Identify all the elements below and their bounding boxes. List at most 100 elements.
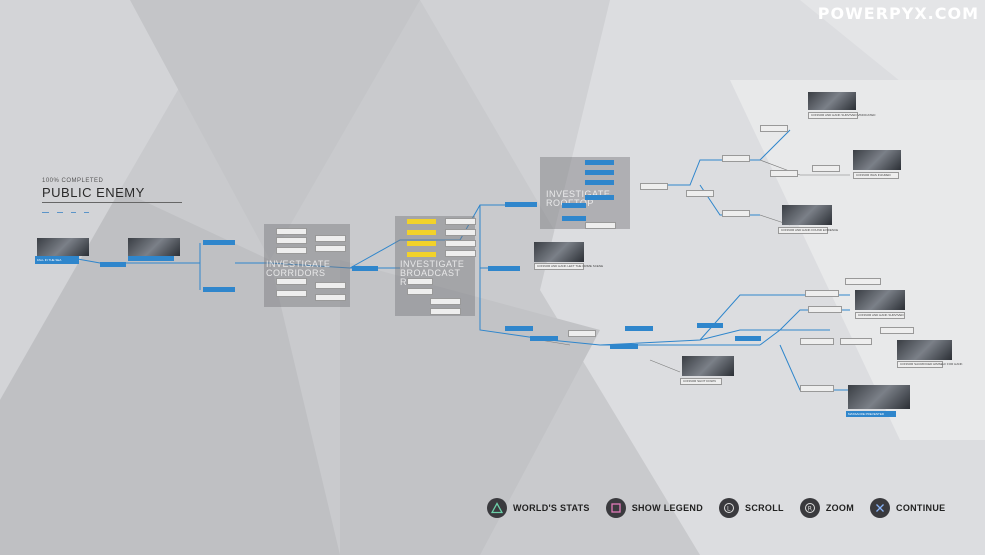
outcome-thumbnail[interactable] (782, 205, 832, 225)
square-icon (605, 498, 626, 518)
flow-node[interactable] (407, 252, 436, 257)
sacrificed-node[interactable]: CONNOR SACRIFICED HIMSELF FOR HANK (897, 361, 963, 368)
controls-bar: WORLD'S STATS SHOW LEGEND L SCROLL R ZOO… (487, 498, 961, 518)
flow-node[interactable] (100, 262, 126, 267)
chapter-stats-row (42, 207, 182, 213)
stat-item (84, 207, 90, 213)
flow-node[interactable] (505, 326, 533, 331)
flow-node[interactable] (686, 190, 714, 197)
triangle-icon (487, 498, 507, 518)
flow-node[interactable] (407, 278, 433, 285)
massacre-node[interactable]: MASSACRE PREVENTED (846, 411, 896, 417)
zoom-button[interactable]: R ZOOM (799, 498, 855, 518)
flow-node[interactable] (722, 155, 750, 162)
flow-node[interactable] (407, 230, 436, 235)
flow-node[interactable] (276, 247, 307, 254)
flow-node[interactable] (445, 240, 476, 247)
svg-text:R: R (808, 506, 812, 513)
flow-node[interactable] (315, 294, 346, 301)
flow-node[interactable] (562, 216, 586, 221)
flow-node[interactable] (128, 256, 174, 261)
flow-node[interactable] (315, 235, 346, 242)
flow-node[interactable] (735, 336, 761, 341)
flow-node[interactable] (530, 336, 558, 341)
flow-node[interactable] (276, 228, 307, 235)
flow-node[interactable] (276, 290, 307, 297)
stat-item (42, 207, 49, 213)
watermark: POWERPYX.COM (817, 4, 979, 23)
flow-node[interactable] (488, 266, 520, 271)
flow-node[interactable] (800, 385, 834, 392)
flow-node[interactable] (445, 218, 476, 225)
connor-shot-node[interactable]: CONNOR SHOT DOWN (680, 378, 722, 385)
connor-lost-node[interactable]: CONNOR AND HANK LEFT THE CRIME SCENE (534, 263, 603, 270)
flow-node[interactable] (840, 338, 872, 345)
flow-node[interactable] (585, 160, 614, 165)
connor-found-node[interactable]: CONNOR AND HANK FOUND EVIDENCE (778, 227, 838, 234)
flow-node[interactable] (722, 210, 750, 217)
outcome-thumbnail[interactable] (855, 290, 905, 310)
continue-label: CONTINUE (896, 503, 946, 513)
zoom-label: ZOOM (825, 503, 855, 513)
flow-node[interactable] (812, 165, 840, 172)
hank-survived-node[interactable]: CONNOR AND HANK SURVIVED VINDICATED (808, 112, 875, 119)
chapter-header: 100% COMPLETED PUBLIC ENEMY (42, 178, 182, 213)
flow-node[interactable] (845, 278, 881, 285)
flow-node[interactable] (770, 170, 798, 177)
flow-node[interactable] (276, 237, 307, 244)
chapter-title: PUBLIC ENEMY (42, 185, 145, 200)
flow-node[interactable] (760, 125, 788, 132)
flow-node[interactable] (562, 203, 586, 208)
flow-node[interactable] (276, 278, 307, 285)
scroll-label: SCROLL (745, 503, 784, 513)
flow-node[interactable] (407, 241, 436, 246)
continue-button[interactable]: CONTINUE (870, 498, 945, 518)
thumbnail[interactable] (128, 238, 180, 256)
connor-hank-thumbnail[interactable] (534, 242, 584, 262)
show-legend-label: SHOW LEGEND (631, 503, 704, 513)
flow-node[interactable] (585, 195, 614, 200)
flow-node[interactable] (805, 290, 839, 297)
flow-node[interactable] (880, 327, 914, 334)
outcome-thumbnail[interactable] (853, 150, 901, 170)
flow-node[interactable] (585, 222, 616, 229)
flow-node[interactable] (568, 330, 596, 337)
flow-node[interactable] (585, 180, 614, 185)
flow-node[interactable] (445, 250, 476, 257)
start-node[interactable]: FALL IN THE SEA (35, 256, 79, 264)
flow-node[interactable] (315, 282, 346, 289)
flow-node[interactable] (445, 229, 476, 236)
worlds-stats-label: WORLD'S STATS (513, 503, 590, 513)
connor-shot-thumbnail[interactable] (682, 356, 734, 376)
flow-node[interactable] (697, 323, 723, 328)
r-stick-icon: R (799, 498, 820, 518)
worlds-stats-button[interactable]: WORLD'S STATS (487, 498, 590, 518)
flow-node[interactable] (315, 245, 346, 252)
flow-node[interactable] (430, 298, 461, 305)
both-survived-node[interactable]: CONNOR AND HANK SURVIVED (855, 312, 905, 319)
flow-node[interactable] (625, 326, 653, 331)
svg-text:L: L (727, 506, 731, 513)
flow-node[interactable] (430, 308, 461, 315)
flow-node[interactable] (505, 202, 537, 207)
flow-node[interactable] (203, 287, 235, 292)
stat-item (56, 207, 64, 213)
connor-injured-node[interactable]: CONNOR WAS INJURED (853, 172, 899, 179)
scroll-button[interactable]: L SCROLL (719, 498, 784, 518)
flow-node[interactable] (352, 266, 378, 271)
flow-node[interactable] (203, 240, 235, 245)
flow-node[interactable] (610, 344, 638, 349)
flow-node[interactable] (640, 183, 668, 190)
outcome-thumbnail[interactable] (808, 92, 856, 110)
show-legend-button[interactable]: SHOW LEGEND (605, 498, 704, 518)
flow-node[interactable] (808, 306, 842, 313)
massacre-thumbnail[interactable] (848, 385, 910, 409)
outcome-thumbnail[interactable] (897, 340, 952, 360)
flow-node[interactable] (800, 338, 834, 345)
flow-node[interactable] (407, 219, 436, 224)
stat-item (71, 207, 77, 213)
start-thumbnail[interactable] (37, 238, 89, 256)
flow-node[interactable] (407, 288, 433, 295)
flow-node[interactable] (585, 170, 614, 175)
